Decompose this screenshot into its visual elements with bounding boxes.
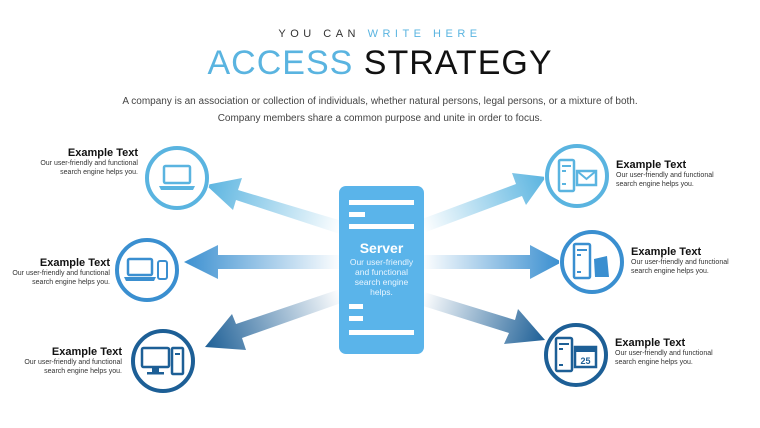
node-text: Our user-friendly and functional search e… [616,171,752,189]
node-title: Example Text [615,337,686,349]
title-part2: STRATEGY [363,44,553,82]
node-text-line: search engine helps you. [44,368,122,375]
node-text: Our user-friendly and functional search e… [4,269,110,287]
desktop-text-block: Example Text Our user-friendly and funct… [10,346,122,376]
laptop-icon [145,146,209,210]
server-label: Server [359,240,404,256]
mail-server-text-block: Example Text Our user-friendly and funct… [616,159,752,189]
server-bar [349,330,414,335]
node-text-line: Our user-friendly and functional [616,172,714,179]
desktop-computer-icon [131,329,195,393]
devices-node [114,237,180,303]
arrow-to-calendar [420,292,545,344]
devices-text-block: Example Text Our user-friendly and funct… [4,257,110,287]
calendar-badge: 25 [580,356,590,366]
server-bar [349,224,414,229]
arrow-to-desktop [205,289,344,350]
server-calendar-icon: 25 [544,323,608,387]
arrow-to-storage [422,245,562,279]
node-text-line: Our user-friendly and functional [615,350,713,357]
node-title: Example Text [631,246,702,258]
arrow-to-mail-server [422,173,546,232]
node-text-line: search engine helps you. [616,181,694,188]
node-text: Our user-friendly and functional search e… [615,349,753,367]
calendar-node: 25 [543,322,609,388]
server-mail-icon [545,144,609,208]
server-storage-icon [560,230,624,294]
arrow-to-laptop [206,178,342,234]
kicker-text: YOU CAN WRITE HERE [0,28,760,40]
node-text-line: search engine helps you. [631,268,709,275]
node-text-line: Our user-friendly and functional [631,259,729,266]
node-title: Example Text [51,346,122,358]
storage-text-block: Example Text Our user-friendly and funct… [631,246,753,276]
node-text-line: search engine helps you. [32,279,110,286]
kicker-part2: WRITE HERE [367,28,482,40]
server-bar-short [349,212,365,217]
node-text-line: search engine helps you. [615,359,693,366]
calendar-text-block: Example Text Our user-friendly and funct… [615,337,753,367]
node-title: Example Text [616,159,687,171]
server-block: Server Our user-friendly and functional … [339,186,424,354]
server-bar-short [349,316,363,321]
laptop-phone-icon [115,238,179,302]
kicker-part1: YOU CAN [278,28,360,40]
node-text: Our user-friendly and functional search e… [10,358,122,376]
node-title: Example Text [39,257,110,269]
node-text-line: Our user-friendly and functional [40,160,138,167]
mail-server-node [544,143,610,209]
arrow-to-devices [184,245,342,279]
laptop-node [144,145,210,211]
laptop-text-block: Example Text Our user-friendly and funct… [10,147,138,177]
node-text-line: search engine helps you. [60,169,138,176]
node-text-line: Our user-friendly and functional [24,359,122,366]
desktop-node [130,328,196,394]
page-title: ACCESS STRATEGY [0,44,760,83]
page-description: A company is an association or collectio… [122,96,638,124]
node-text-line: Our user-friendly and functional [12,270,110,277]
title-part1: ACCESS [207,44,354,82]
server-bar [349,200,414,205]
node-text: Our user-friendly and functional search e… [631,258,753,276]
node-title: Example Text [67,147,138,159]
server-text: Our user-friendly and functional search … [349,257,414,297]
server-bar-short [349,304,363,309]
node-text: Our user-friendly and functional search e… [10,159,138,177]
storage-node [559,229,625,295]
